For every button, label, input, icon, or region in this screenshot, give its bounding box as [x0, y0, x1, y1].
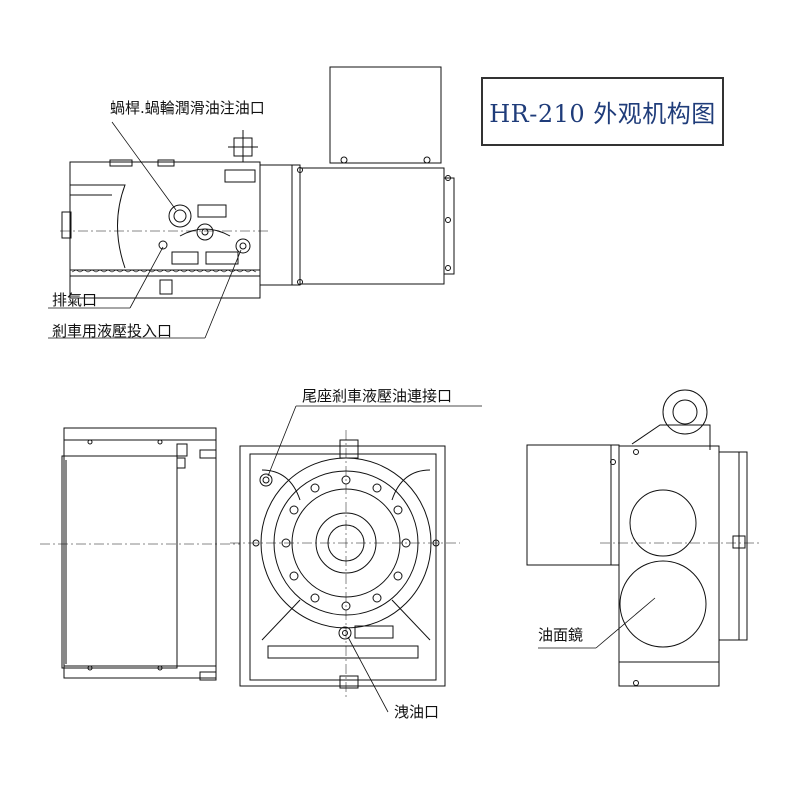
diagram-title: HR-210 外观机构图: [489, 100, 716, 128]
label-oil-sight-glass: 油面鏡: [538, 626, 584, 644]
front-view: [230, 430, 460, 700]
title-box: HR-210 外观机构图: [481, 77, 724, 146]
label-exhaust: 排氣口: [52, 291, 98, 309]
worm-oil-inlet-port: [168, 204, 192, 228]
exhaust-port: [158, 240, 168, 250]
front-view-leaders: [267, 405, 482, 713]
top-view-leaders: [48, 121, 242, 339]
table-bolts: [281, 475, 411, 611]
oil-sight-glass: [619, 560, 707, 648]
top-view-motor-cover: [329, 66, 442, 164]
right-view-leaders: [538, 597, 656, 649]
label-tailstock-brake-connector: 尾座剎車液壓油連接口: [302, 387, 453, 405]
oil-drain-port: [338, 626, 352, 640]
label-worm-oil-inlet: 蝸桿.蝸輪潤滑油注油口: [110, 99, 265, 117]
label-oil-drain: 洩油口: [394, 703, 440, 721]
tailstock-brake-port: [259, 473, 273, 487]
right-view-upper-circle: [629, 489, 697, 557]
label-brake-hydraulic-inlet: 剎車用液壓投入口: [52, 322, 173, 340]
right-side-view: [526, 389, 760, 687]
brake-hydraulic-port: [235, 238, 251, 254]
top-view-motor: [299, 167, 445, 285]
bottom-left-side-view: [40, 427, 240, 681]
